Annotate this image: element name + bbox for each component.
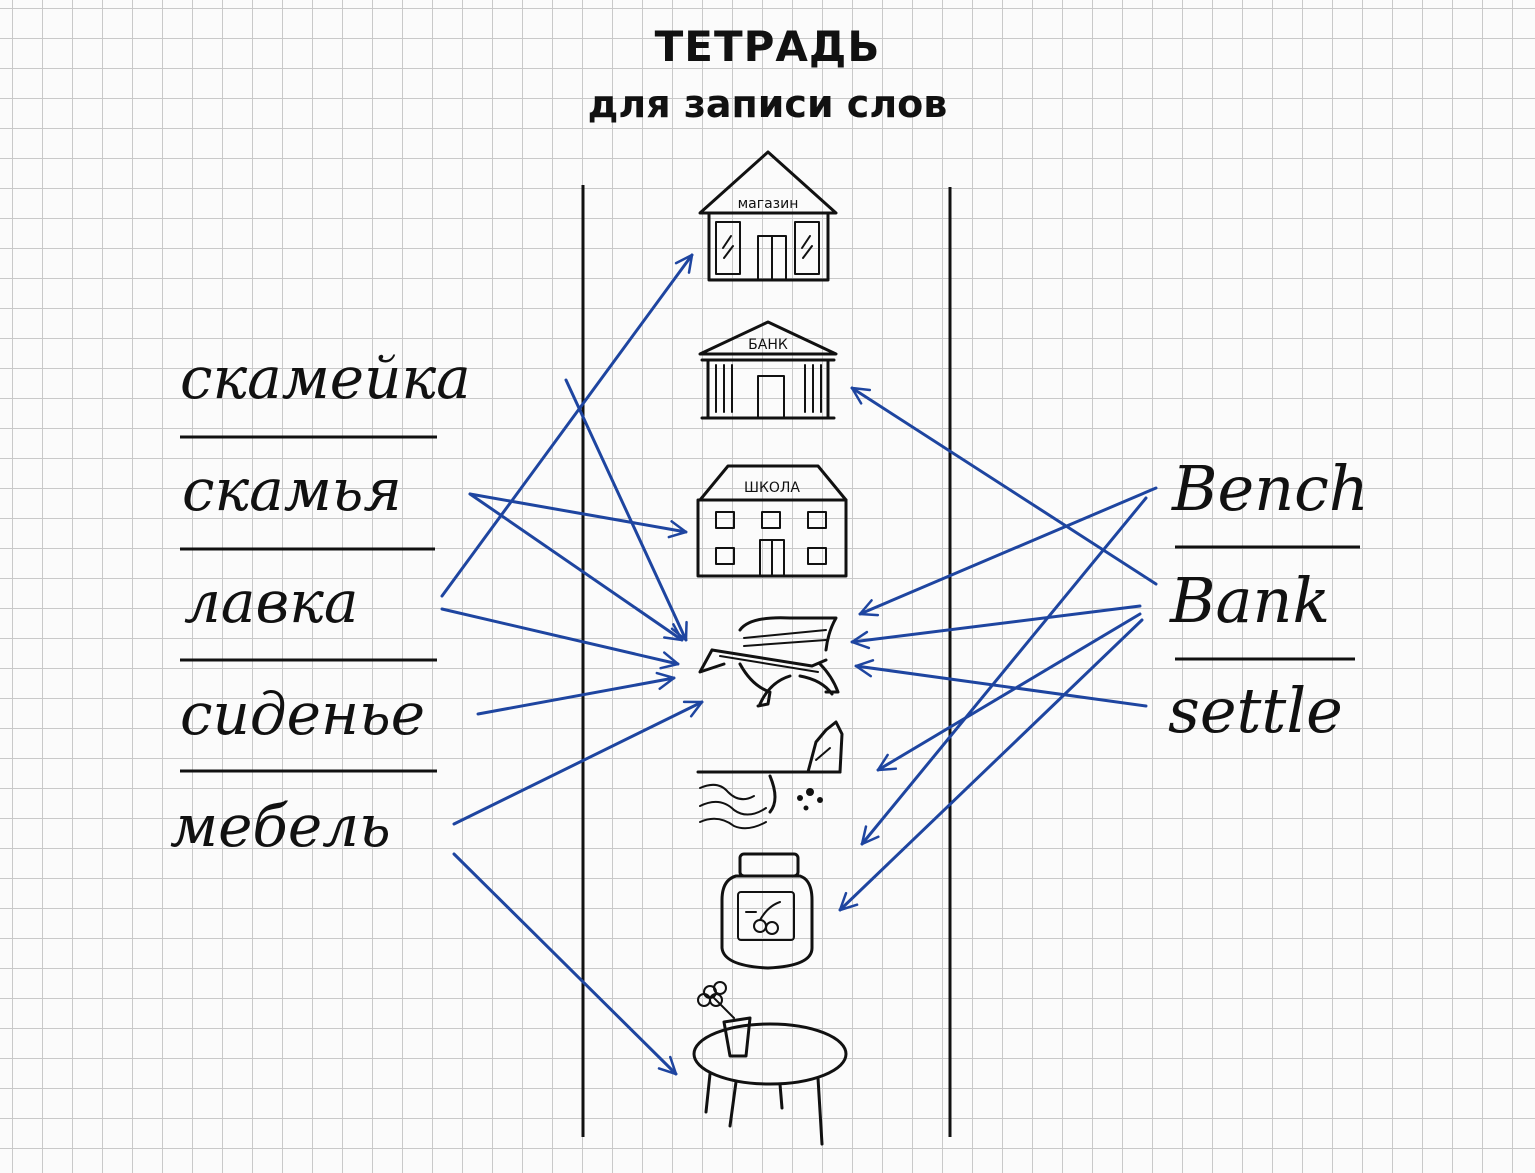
russian-word: мебель <box>170 792 391 860</box>
shop-building-icon: магазин <box>698 150 838 282</box>
riverbank-icon <box>696 720 844 830</box>
english-word: settle <box>1168 674 1343 747</box>
arrow <box>860 496 1148 846</box>
connection-arrows <box>440 253 1158 1076</box>
arrow <box>838 618 1144 912</box>
arrow <box>468 492 688 539</box>
jar-icon <box>720 852 814 970</box>
bank-sign: БАНК <box>748 337 788 353</box>
bank-building-icon: БАНК <box>698 320 838 420</box>
arrow <box>858 486 1158 617</box>
arrow <box>452 700 704 826</box>
russian-word: лавка <box>184 568 358 636</box>
arrow <box>876 612 1142 772</box>
russian-word-list: скамейка скамья лавка сиденье мебель <box>170 344 471 860</box>
russian-word: скамья <box>182 456 402 524</box>
arrow <box>476 671 676 716</box>
russian-word: сиденье <box>180 680 425 748</box>
arrow <box>564 378 688 642</box>
school-sign: ШКОЛА <box>744 480 800 496</box>
arrow <box>850 386 1158 586</box>
table-icon <box>692 981 848 1146</box>
arrow <box>440 607 680 670</box>
shop-sign: магазин <box>738 196 799 212</box>
english-word-list: Bench Bank settle <box>1168 452 1369 747</box>
school-building-icon: ШКОЛА <box>696 464 848 578</box>
english-word: Bank <box>1169 564 1330 637</box>
arrow <box>440 253 694 598</box>
russian-word: скамейка <box>180 344 471 412</box>
page-title: ТЕТРАДЬ <box>654 22 881 71</box>
english-word: Bench <box>1171 452 1369 525</box>
bench-icon <box>698 616 840 708</box>
arrow <box>468 492 684 642</box>
arrow <box>850 604 1142 650</box>
arrow <box>452 852 678 1076</box>
page-subtitle: для записи слов <box>587 82 948 126</box>
arrow <box>854 659 1148 708</box>
